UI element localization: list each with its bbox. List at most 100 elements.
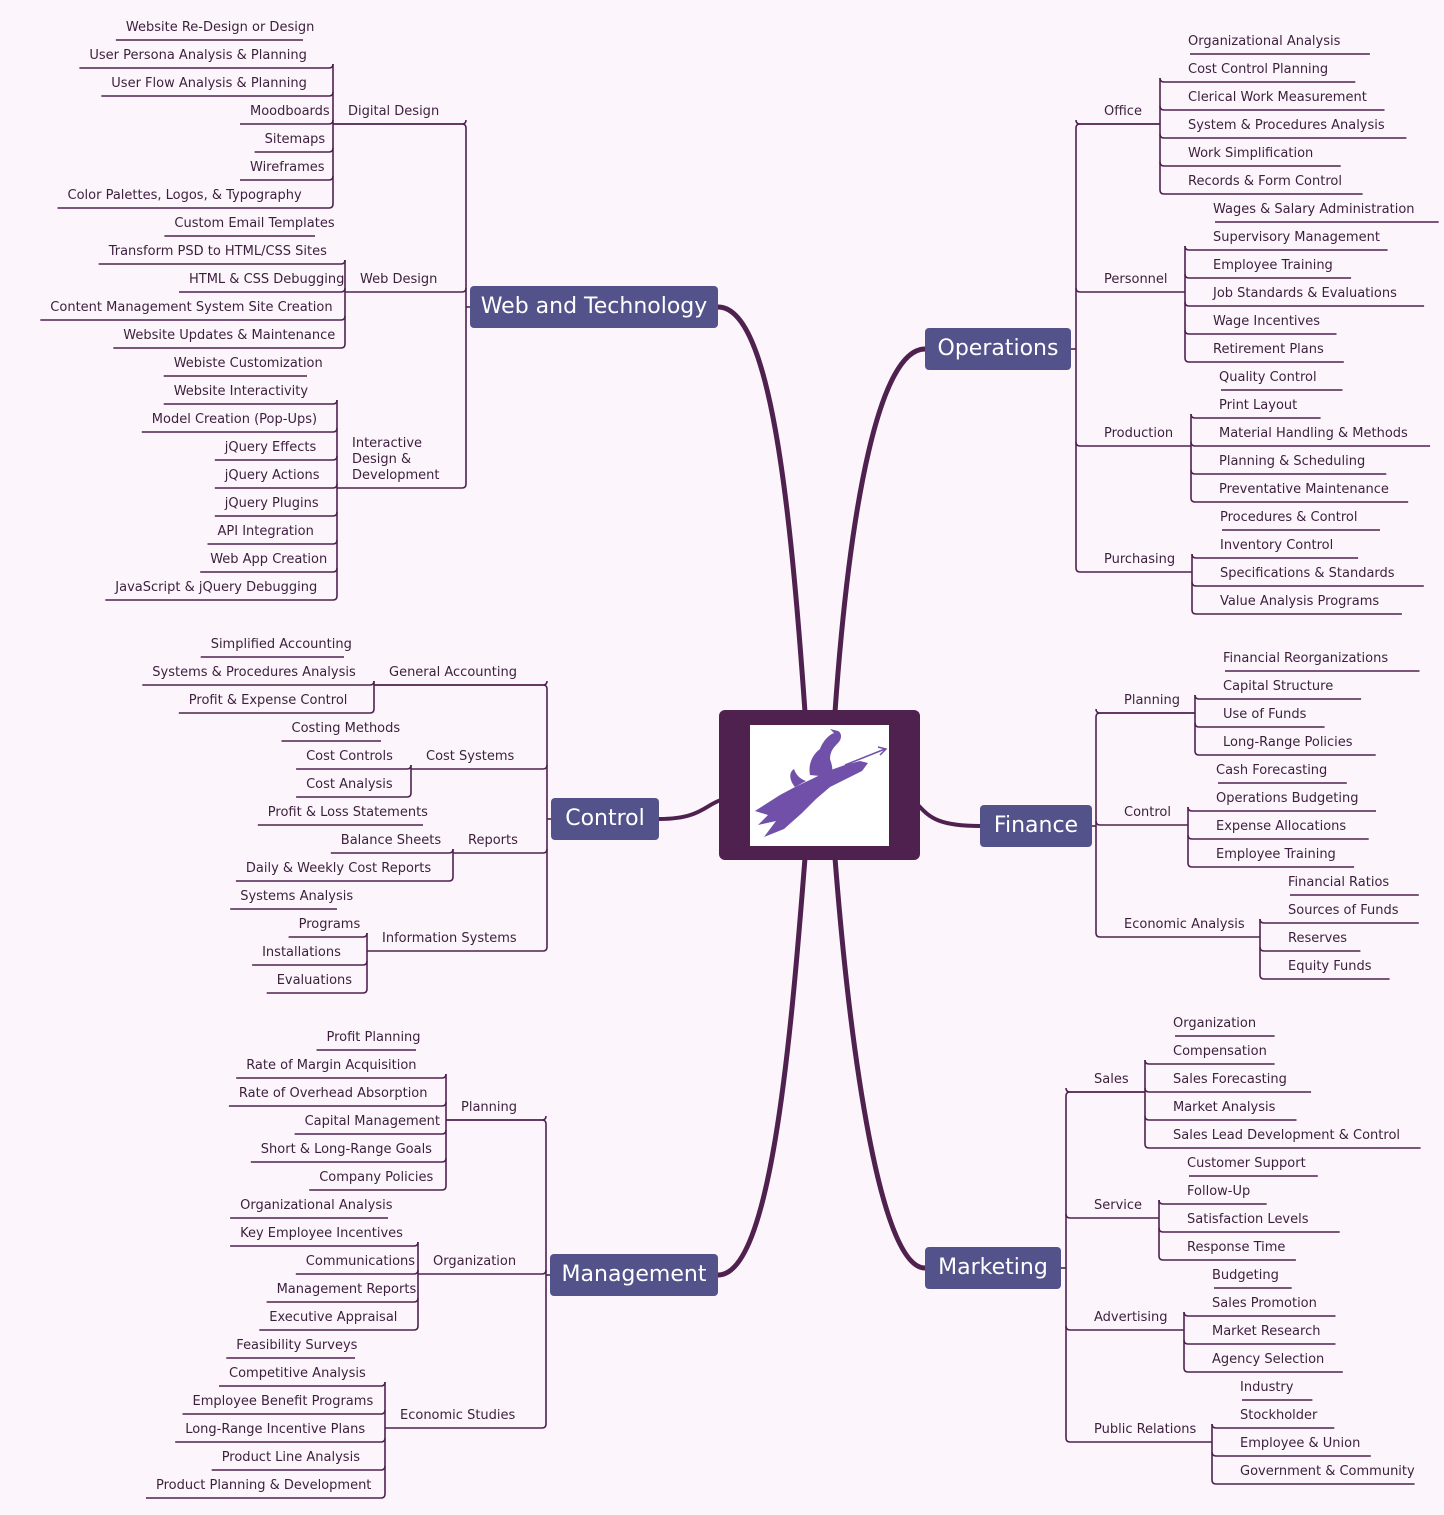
leaf-long-range-incentive-plans: Long-Range Incentive Plans [185, 1422, 366, 1437]
leaf-underline [1194, 722, 1325, 728]
leaf-underline [1187, 834, 1369, 840]
subtopic-underline [337, 483, 467, 489]
subtopic-underline [411, 764, 548, 770]
subtopic-control-reports[interactable]: Reports [468, 833, 518, 848]
leaf-key-employee-incentives: Key Employee Incentives [240, 1226, 403, 1241]
leaf-supervisory-management: Supervisory Management [1213, 230, 1380, 245]
branch-spine [1095, 712, 1195, 933]
subtopic-management-organization[interactable]: Organization [433, 1254, 517, 1269]
subtopic-management-economic-studies[interactable]: Economic Studies [400, 1408, 516, 1423]
subtopic-web-interactive-design-development[interactable]: Interactive Design & Development [352, 436, 440, 483]
subtopic-control-cost-systems[interactable]: Cost Systems [426, 749, 515, 764]
subtopic-marketing-service[interactable]: Service [1094, 1198, 1143, 1213]
leaf-value-analysis-programs: Value Analysis Programs [1220, 594, 1380, 609]
leaf-underline [1184, 273, 1352, 279]
leaf-javascript-jquery-debugging: JavaScript & jQuery Debugging [115, 580, 318, 595]
subtopic-operations-production[interactable]: Production [1104, 426, 1174, 441]
leaf-website-re-design-or-design: Website Re-Design or Design [125, 20, 315, 35]
leaf-model-creation-pop-ups: Model Creation (Pop-Ups) [151, 412, 318, 427]
leaf-underline [175, 1437, 386, 1443]
leaf-underline [214, 511, 338, 517]
leaf-underline [1183, 1339, 1336, 1345]
leaf-web-app-creation: Web App Creation [210, 552, 328, 567]
leaf-inventory-control: Inventory Control [1220, 538, 1334, 553]
subtopic-underline [385, 1423, 547, 1429]
leaf-records-form-control: Records & Form Control [1188, 174, 1342, 189]
leaf-underline [1159, 189, 1363, 195]
subtopic-marketing-public-relations[interactable]: Public Relations [1094, 1422, 1197, 1437]
branch-management[interactable]: Management [550, 1254, 718, 1296]
subtopic-control-general-accounting[interactable]: General Accounting [389, 665, 517, 680]
leaf-customer-support: Customer Support [1187, 1156, 1306, 1171]
leaf-profit-planning: Profit Planning [326, 1030, 421, 1045]
leaf-quality-control: Quality Control [1219, 370, 1317, 385]
leaf-transform-psd-to-html-css-sites: Transform PSD to HTML/CSS Sites [108, 244, 327, 259]
subtopic-operations-personnel[interactable]: Personnel [1104, 272, 1168, 287]
leaf-underline [200, 567, 338, 573]
flying-witch-icon [755, 729, 888, 837]
leaf-job-standards-evaluations: Job Standards & Evaluations [1213, 286, 1397, 301]
subtopic-web-web-design[interactable]: Web Design [360, 272, 438, 287]
leaf-underline [1259, 974, 1390, 980]
subtopic-finance-economic-analysis[interactable]: Economic Analysis [1124, 917, 1245, 932]
subtopic-control-information-systems[interactable]: Information Systems [382, 931, 517, 946]
leaf-profit-loss-statements: Profit & Loss Statements [267, 805, 428, 820]
branch-web-and-technology[interactable]: Web and Technology [470, 286, 718, 328]
leaf-capital-structure: Capital Structure [1223, 679, 1334, 694]
leaf-underline [1194, 694, 1362, 700]
leaf-underline [214, 455, 338, 461]
leaf-financial-ratios: Financial Ratios [1288, 875, 1390, 890]
leaf-underline [266, 1297, 419, 1303]
branch-finance[interactable]: Finance [980, 805, 1092, 847]
branch-spine [1075, 123, 1160, 568]
branch-control[interactable]: Control [551, 798, 659, 840]
leaf-underline [1183, 1367, 1343, 1373]
subtopic-finance-control[interactable]: Control [1124, 805, 1171, 820]
leaf-government-community: Government & Community [1240, 1464, 1415, 1479]
leaf-underline [1159, 77, 1356, 83]
leaf-underline [296, 792, 412, 798]
leaf-underline [1158, 1227, 1340, 1233]
subtopic-marketing-sales[interactable]: Sales [1094, 1072, 1129, 1087]
leaf-underline [1144, 1059, 1275, 1065]
leaf-underline [105, 595, 338, 601]
subtopic-operations-purchasing[interactable]: Purchasing [1104, 552, 1176, 567]
subtopic-operations-office[interactable]: Office [1104, 104, 1142, 119]
leaf-underline [219, 1381, 386, 1387]
subtopic-underline [453, 848, 548, 854]
leaf-color-palettes-logos-typography: Color Palettes, Logos, & Typography [67, 188, 302, 203]
subtopic-underline [367, 946, 548, 952]
subtopic-finance-planning[interactable]: Planning [1124, 693, 1180, 708]
subtopic-marketing-advertising[interactable]: Advertising [1094, 1310, 1168, 1325]
leaf-company-policies: Company Policies [319, 1170, 434, 1185]
leaf-underline [142, 680, 375, 686]
leaf-user-persona-analysis-planning: User Persona Analysis & Planning [89, 48, 307, 63]
leaf-systems-analysis: Systems Analysis [240, 889, 354, 904]
subtopic-web-digital-design[interactable]: Digital Design [348, 104, 440, 119]
leaf-underline [1259, 918, 1419, 924]
leaf-cost-controls: Cost Controls [306, 749, 393, 764]
leaf-management-reports: Management Reports [276, 1282, 417, 1297]
main-connector-control [657, 798, 723, 821]
branch-operations[interactable]: Operations [925, 328, 1071, 370]
branch-spine [1065, 1091, 1145, 1438]
subtopic-underline [418, 1269, 547, 1275]
leaf-profit-expense-control: Profit & Expense Control [188, 693, 348, 708]
leaf-underline [207, 539, 338, 545]
subtopic-underline [1075, 287, 1185, 293]
leaf-industry: Industry [1240, 1380, 1294, 1395]
leaf-market-analysis: Market Analysis [1173, 1100, 1276, 1115]
leaf-stockholder: Stockholder [1240, 1408, 1318, 1423]
leaf-clerical-work-measurement: Clerical Work Measurement [1188, 90, 1367, 105]
leaf-underline [1183, 1311, 1336, 1317]
leaf-webiste-customization: Webiste Customization [173, 356, 323, 371]
branch-marketing[interactable]: Marketing [925, 1247, 1061, 1289]
leaf-wage-incentives: Wage Incentives [1213, 314, 1321, 329]
central-topic[interactable] [719, 710, 920, 860]
leaf-retirement-plans: Retirement Plans [1213, 342, 1324, 357]
leaf-employee-training: Employee Training [1213, 258, 1333, 273]
branch-spine [374, 684, 548, 947]
leaf-underline [240, 119, 334, 125]
leaf-underline [1184, 357, 1344, 363]
subtopic-management-planning[interactable]: Planning [461, 1100, 517, 1115]
